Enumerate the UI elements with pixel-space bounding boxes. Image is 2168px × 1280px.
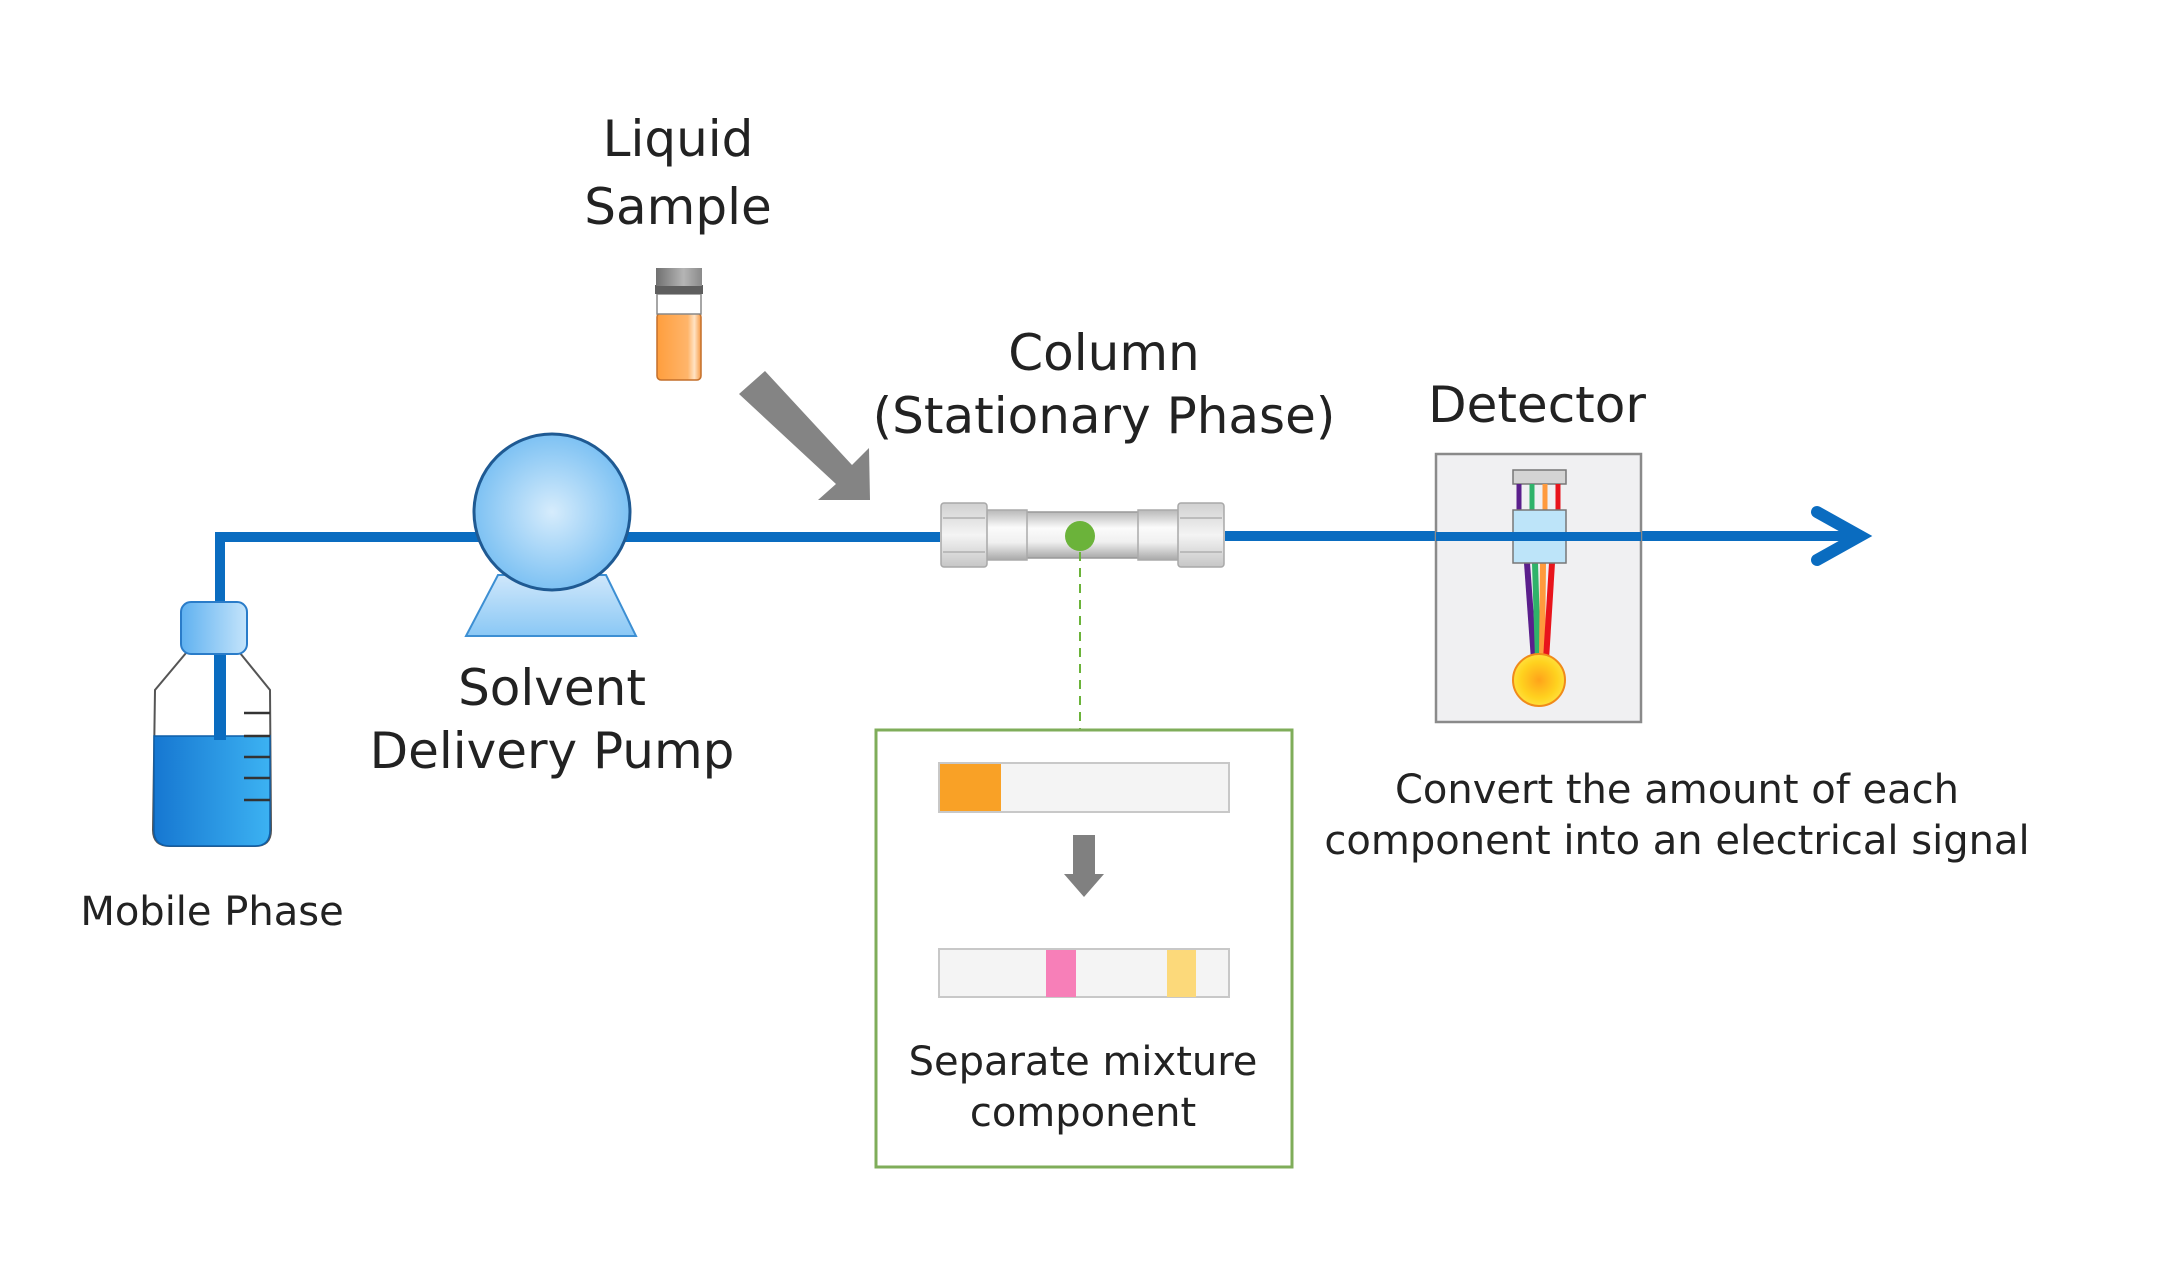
- flow-direction-arrow-icon: [1811, 506, 1873, 566]
- detector-note-line2: component into an electrical signal: [1324, 818, 2029, 864]
- mobile-phase-bottle-icon: [151, 601, 273, 847]
- mobile-phase-label: Mobile Phase: [80, 889, 343, 935]
- column-label-line2: (Stationary Phase): [873, 387, 1336, 445]
- detector-label: Detector: [1428, 376, 1646, 434]
- separation-note-line2: component: [970, 1090, 1196, 1136]
- pump-label-line1: Solvent: [458, 659, 646, 717]
- pump-head: [472, 432, 632, 592]
- separated-band-2: [1167, 950, 1196, 997]
- liquid-sample-vial-icon: [655, 268, 703, 381]
- separated-band-1: [1046, 950, 1076, 997]
- liquid-sample-label-line2: Sample: [584, 178, 771, 236]
- separation-note-line1: Separate mixture: [909, 1039, 1258, 1085]
- detector-note-line1: Convert the amount of each: [1395, 767, 1959, 813]
- photodiode-icon: [1512, 653, 1566, 707]
- separation-arrow-icon: [1064, 835, 1104, 897]
- pump-label-line2: Delivery Pump: [370, 722, 735, 780]
- mobile-phase-liquid: [153, 735, 271, 847]
- liquid-sample-label-line1: Liquid: [603, 110, 754, 168]
- injection-arrow-icon: [739, 371, 870, 500]
- column-icon: [940, 502, 1225, 568]
- sample-band-marker: [1065, 521, 1095, 551]
- bottle-cap: [180, 601, 248, 655]
- detector-icon: [1434, 452, 1643, 724]
- column-label-line1: Column: [1008, 324, 1199, 382]
- solvent-delivery-pump-icon: [464, 432, 638, 637]
- mixture-band: [940, 764, 1001, 811]
- separation-callout: [874, 728, 1294, 1169]
